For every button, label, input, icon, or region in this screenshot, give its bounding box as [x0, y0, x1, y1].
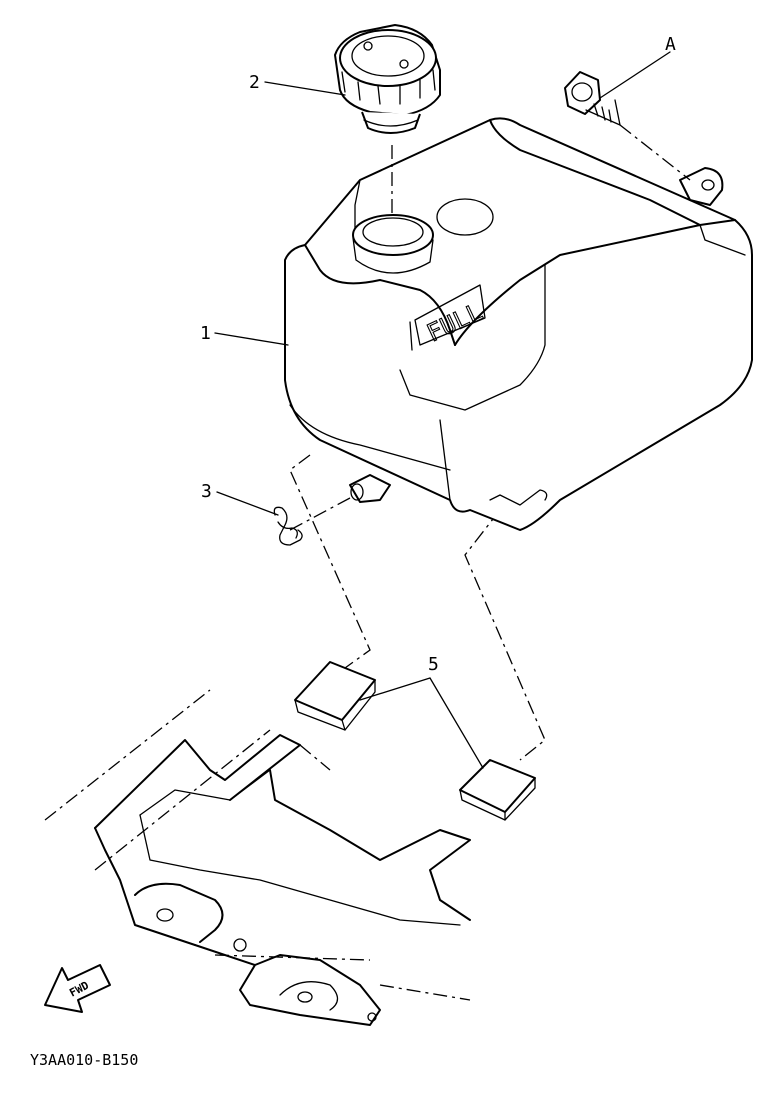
leader-line-A: [599, 51, 671, 99]
leader-line-1: [214, 332, 289, 346]
guide-line-pad-right: [464, 509, 546, 761]
guide-line-bolt: [619, 124, 691, 181]
frame-bracket: [44, 689, 471, 1026]
fwd-arrow-icon: FWD: [44, 964, 111, 1013]
callout-2: 2: [249, 72, 260, 93]
leader-line-5b: [429, 677, 484, 769]
drain-nipple: [349, 474, 391, 503]
leader-line-3: [216, 491, 279, 516]
callout-A: A: [665, 34, 676, 55]
rubber-pad-lower: [459, 759, 536, 821]
callout-1: 1: [200, 323, 211, 344]
fuel-tank: FULL: [284, 117, 753, 531]
leader-line-5a: [359, 677, 431, 701]
reference-code: Y3AA010-B150: [30, 1051, 138, 1069]
flange-bolt: [564, 71, 621, 126]
guide-line-pad-left: [289, 454, 371, 669]
rubber-pad-upper: [294, 661, 376, 731]
hose-clip: [273, 506, 303, 546]
guide-line-clip: [289, 497, 351, 531]
callout-5: 5: [428, 654, 439, 675]
fuel-cap: [334, 24, 441, 134]
leader-line-2: [264, 81, 346, 96]
callout-3: 3: [201, 481, 212, 502]
